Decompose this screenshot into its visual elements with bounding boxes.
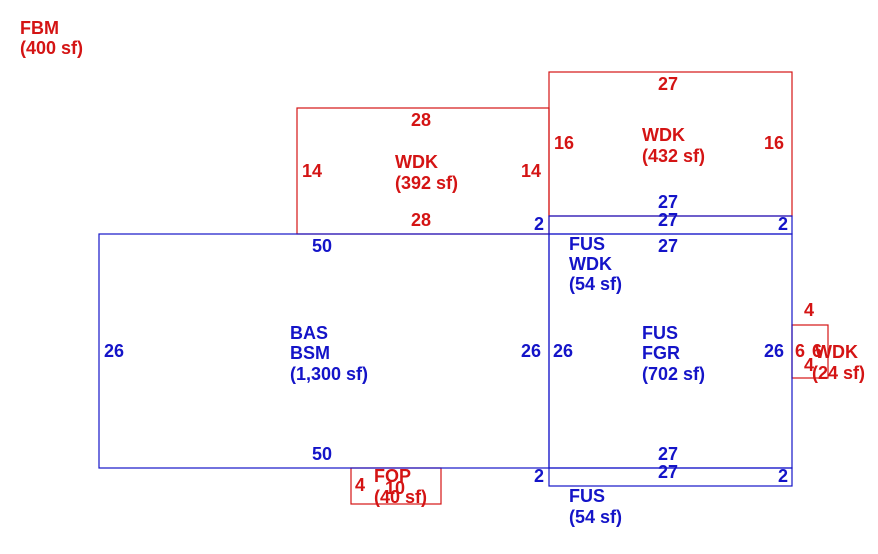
fop-code: FOP <box>374 466 411 486</box>
bas-top-dim: 50 <box>312 236 332 256</box>
wdk-left-right-dim: 14 <box>521 161 541 181</box>
wdk-left-left-dim: 14 <box>302 161 322 181</box>
bas-right-dim: 26 <box>521 341 541 361</box>
fus-lower-area: (54 sf) <box>569 507 622 527</box>
fop-area: (40 sf) <box>374 487 427 507</box>
fbm-code: FBM <box>20 18 59 38</box>
bas-area: (1,300 sf) <box>290 364 368 384</box>
fgr-top-dim: 27 <box>658 236 678 256</box>
small-wdk-bottom-dim: 4 <box>804 355 814 375</box>
bas-line1: BAS <box>290 323 328 343</box>
wdk-left-area: (392 sf) <box>395 173 458 193</box>
strip-upper-left-dim: 2 <box>534 214 544 234</box>
fgr-right-dim: 26 <box>764 341 784 361</box>
fus-wdk-area: (54 sf) <box>569 274 622 294</box>
strip-upper-right-dim: 2 <box>778 214 788 234</box>
wdk-upper-top-dim: 27 <box>658 74 678 94</box>
fus-wdk-strip-outline <box>548 215 793 235</box>
strip-lower-left-dim: 2 <box>534 466 544 486</box>
small-wdk-right-dim: 6 <box>812 341 822 361</box>
fus-wdk-line2: WDK <box>569 254 612 274</box>
strip-lower-right-dim: 2 <box>778 466 788 486</box>
fop-left-dim: 4 <box>355 475 365 495</box>
wdk-upper-code: WDK <box>642 125 685 145</box>
fus-lower-strip-outline <box>548 467 793 487</box>
small-wdk-top-dim: 4 <box>804 300 814 320</box>
small-wdk-code: WDK <box>815 342 858 362</box>
strip-upper-top-dim: 27 <box>658 210 678 230</box>
fop-top-dim: 10 <box>385 478 405 498</box>
bas-bottom-dim: 50 <box>312 444 332 464</box>
fus-lower-line1: FUS <box>569 486 605 506</box>
strip-lower-top-dim: 27 <box>658 462 678 482</box>
wdk-left-code: WDK <box>395 152 438 172</box>
wdk-upper-left-dim: 16 <box>554 133 574 153</box>
small-wdk-left-dim: 6 <box>795 341 805 361</box>
fgr-left-dim: 26 <box>553 341 573 361</box>
fus-wdk-line1: FUS <box>569 234 605 254</box>
fus-fgr-line2: FGR <box>642 343 680 363</box>
fgr-bottom-dim: 27 <box>658 444 678 464</box>
wdk-left-top-dim: 28 <box>411 110 431 130</box>
fus-fgr-area: (702 sf) <box>642 364 705 384</box>
bas-line2: BSM <box>290 343 330 363</box>
wdk-left-bottom-dim: 28 <box>411 210 431 230</box>
fbm-area: (400 sf) <box>20 38 83 58</box>
wdk-upper-bottom-dim: 27 <box>658 192 678 212</box>
small-wdk-area: (24 sf) <box>812 363 865 383</box>
wdk-upper-right-dim: 16 <box>764 133 784 153</box>
fus-fgr-line1: FUS <box>642 323 678 343</box>
bas-left-dim: 26 <box>104 341 124 361</box>
wdk-upper-area: (432 sf) <box>642 146 705 166</box>
